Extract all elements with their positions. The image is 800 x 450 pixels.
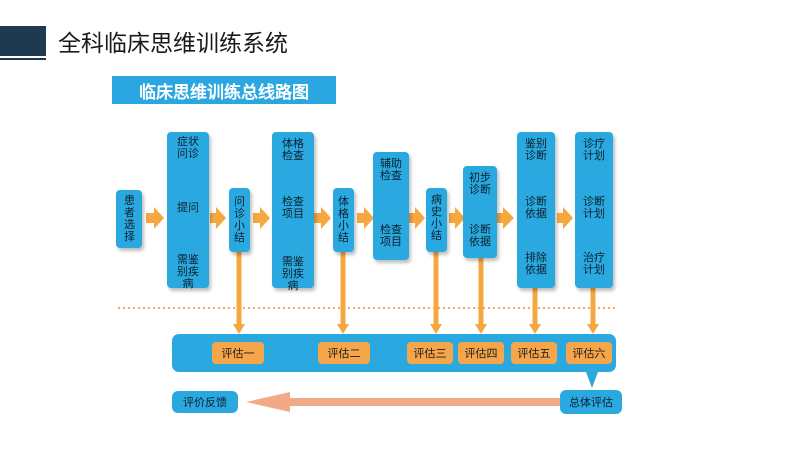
node-treatment-plan-column: 诊疗计划 诊断计划 治疗计划 xyxy=(575,132,613,288)
eval-5: 评估五 xyxy=(511,342,557,364)
node-preliminary-dx-column: 初步诊断 诊断依据 xyxy=(463,166,497,258)
node-exclusion-basis: 排除依据 xyxy=(525,251,547,276)
node-history-summary: 病史小结 xyxy=(426,188,447,252)
node-auxiliary-exam: 辅助检查 xyxy=(380,157,402,182)
feedback-arrow xyxy=(246,392,560,412)
node-diagnosis-plan: 诊断计划 xyxy=(583,195,605,220)
node-patient-selection: 患者选择 xyxy=(116,190,142,248)
node-symptom-inquiry-column: 症状问诊 提问 需鉴别疾病 xyxy=(167,132,209,290)
arrow-aux-to-history xyxy=(408,207,425,229)
arrow-summary-to-physical xyxy=(253,207,270,229)
node-auxiliary-exam-column: 辅助检查 检查项目 xyxy=(373,152,409,260)
node-differential-dx-column: 鉴别诊断 诊断依据 排除依据 xyxy=(517,132,555,288)
node-ask: 提问 xyxy=(177,201,199,214)
node-diagnosis-basis-1: 诊断依据 xyxy=(469,223,491,248)
eval-4: 评估四 xyxy=(458,342,504,364)
node-need-differential-2: 需鉴别疾病 xyxy=(282,255,304,292)
node-exam-items-1: 检查项目 xyxy=(282,195,304,220)
evaluation-feedback: 评价反馈 xyxy=(172,391,238,413)
page-title: 全科临床思维训练系统 xyxy=(58,31,288,57)
node-physical-exam-column: 体格检查 检查项目 需鉴别疾病 xyxy=(272,132,314,292)
node-exam-items-2: 检查项目 xyxy=(380,223,402,248)
eval-2: 评估二 xyxy=(318,342,370,364)
node-therapy-plan: 治疗计划 xyxy=(583,251,605,276)
node-need-differential-1: 需鉴别疾病 xyxy=(177,253,199,290)
node-inquiry-summary: 问诊小结 xyxy=(229,188,250,252)
arrow-physical-to-summary xyxy=(314,207,331,229)
header-accent-block xyxy=(0,26,46,56)
node-physical-exam: 体格检查 xyxy=(282,137,304,162)
arrow-summary-to-aux xyxy=(357,207,374,229)
overall-evaluation: 总体评估 xyxy=(560,390,622,414)
eval-3: 评估三 xyxy=(407,342,453,364)
arrow-patient-to-symptom xyxy=(146,207,164,229)
node-physical-summary: 体格小结 xyxy=(333,188,354,252)
node-diagnosis-basis-2: 诊断依据 xyxy=(525,195,547,220)
node-preliminary-diagnosis: 初步诊断 xyxy=(469,171,491,196)
node-differential-diagnosis: 鉴别诊断 xyxy=(525,137,547,162)
eval-1: 评估一 xyxy=(212,342,264,364)
header-accent-line xyxy=(0,58,46,60)
node-symptom-inquiry: 症状问诊 xyxy=(177,135,199,160)
arrow-prelim-to-diff xyxy=(494,207,514,229)
arrow-diff-to-plan xyxy=(557,207,573,229)
diagram-subtitle: 临床思维训练总线路图 xyxy=(112,76,336,104)
eval-6: 评估六 xyxy=(566,342,612,364)
arrow-symptom-to-summary xyxy=(210,207,226,229)
node-treatment-plan: 诊疗计划 xyxy=(583,137,605,162)
arrow-history-to-prelim xyxy=(449,207,465,229)
